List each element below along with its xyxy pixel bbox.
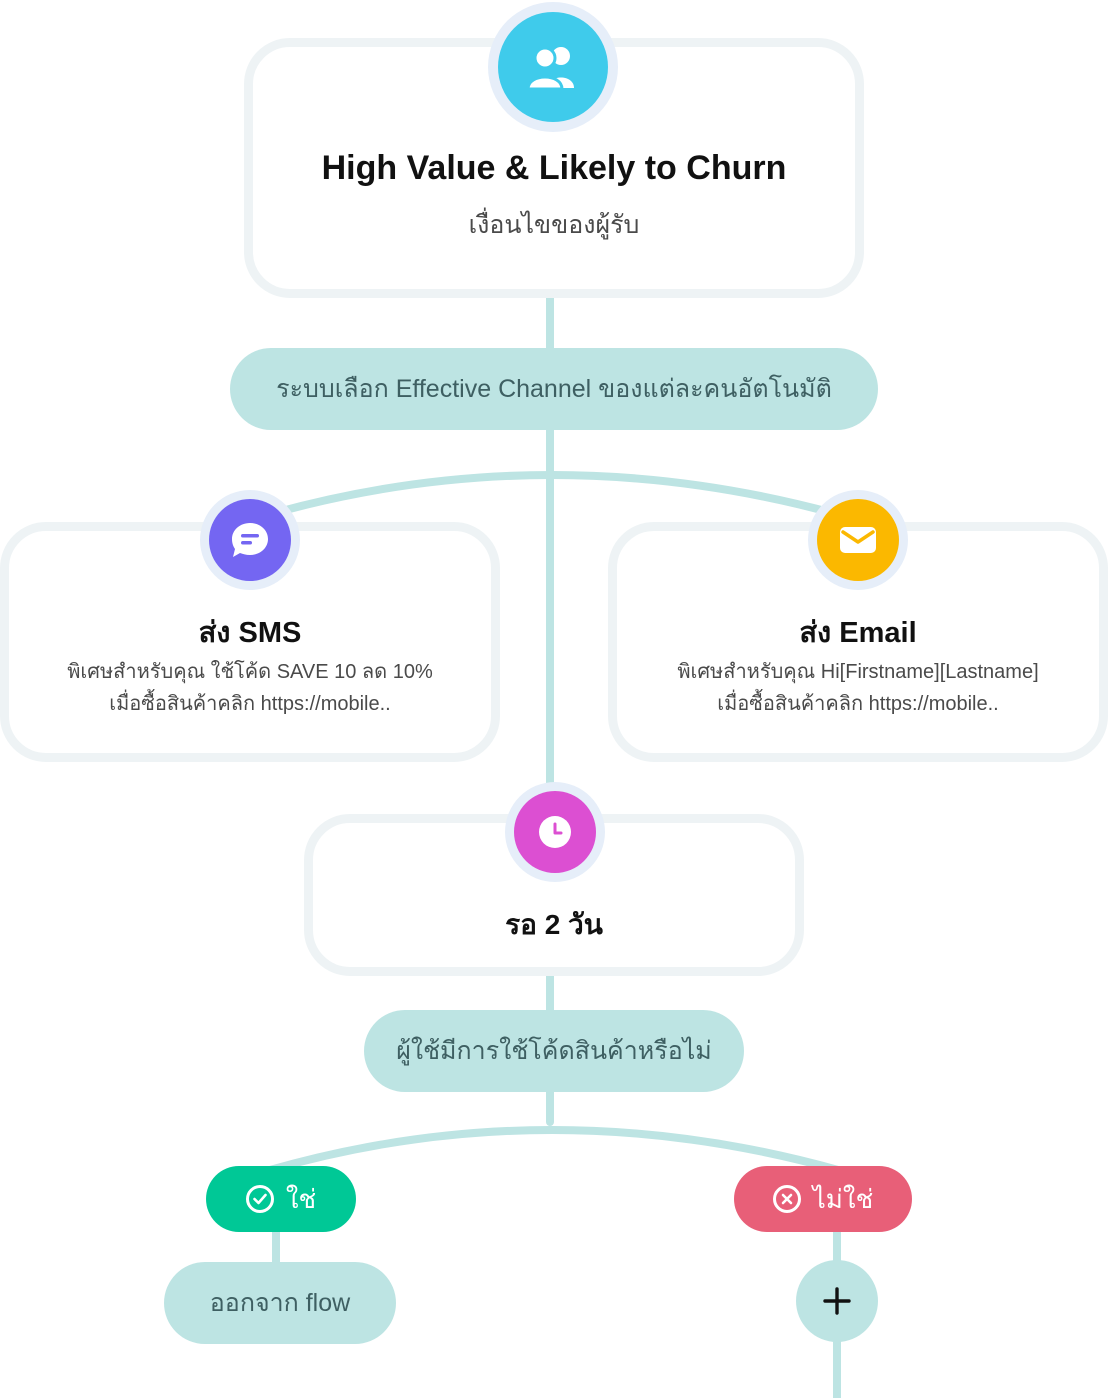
condition-pill[interactable]: ผู้ใช้มีการใช้โค้ดสินค้าหรือไม่ [364, 1010, 744, 1092]
add-step-button[interactable] [796, 1260, 878, 1342]
sms-card[interactable]: ส่ง SMS พิเศษสำหรับคุณ ใช้โค้ด SAVE 10 ล… [0, 522, 500, 762]
chat-icon [209, 499, 291, 581]
exit-flow-label: ออกจาก flow [209, 1289, 351, 1317]
exit-flow-pill[interactable]: ออกจาก flow [164, 1262, 396, 1344]
x-circle-icon [772, 1185, 801, 1213]
trigger-title: High Value & Likely to Churn [321, 149, 787, 187]
sms-message-line2: เมื่อซื้อสินค้าคลิก https://mobile.. [109, 693, 391, 715]
sms-message-line1: พิเศษสำหรับคุณ ใช้โค้ด SAVE 10 ลด 10% [67, 661, 433, 683]
condition-label: ผู้ใช้มีการใช้โค้ดสินค้าหรือไม่ [396, 1037, 712, 1065]
email-icon-ring [808, 490, 908, 590]
channel-selector-label: ระบบเลือก Effective Channel ของแต่ละคนอั… [276, 375, 832, 403]
yes-branch-badge[interactable]: ใช่ [206, 1166, 356, 1232]
users-icon [498, 12, 608, 122]
connector-channel-arc [246, 471, 862, 524]
email-title: ส่ง Email [799, 617, 917, 649]
yes-branch-label: ใช่ [285, 1183, 317, 1214]
connector-branch-arc [266, 1126, 842, 1174]
sms-title: ส่ง SMS [198, 617, 302, 649]
wait-icon-ring [505, 782, 605, 882]
no-branch-badge[interactable]: ไม่ใช่ [734, 1166, 912, 1232]
plus-icon [823, 1287, 851, 1315]
trigger-subtitle: เงื่อนไขของผู้รับ [468, 211, 640, 239]
sms-icon-ring [200, 490, 300, 590]
mail-icon [817, 499, 899, 581]
check-circle-icon [245, 1185, 274, 1213]
email-message-line2: เมื่อซื้อสินค้าคลิก https://mobile.. [717, 693, 999, 715]
trigger-icon-ring [488, 2, 618, 132]
email-message-line1: พิเศษสำหรับคุณ Hi[Firstname][Lastname] [677, 661, 1039, 683]
channel-selector-pill[interactable]: ระบบเลือก Effective Channel ของแต่ละคนอั… [230, 348, 878, 430]
no-branch-label: ไม่ใช่ [812, 1183, 874, 1214]
clock-icon [514, 791, 596, 873]
wait-title: รอ 2 วัน [505, 909, 603, 940]
